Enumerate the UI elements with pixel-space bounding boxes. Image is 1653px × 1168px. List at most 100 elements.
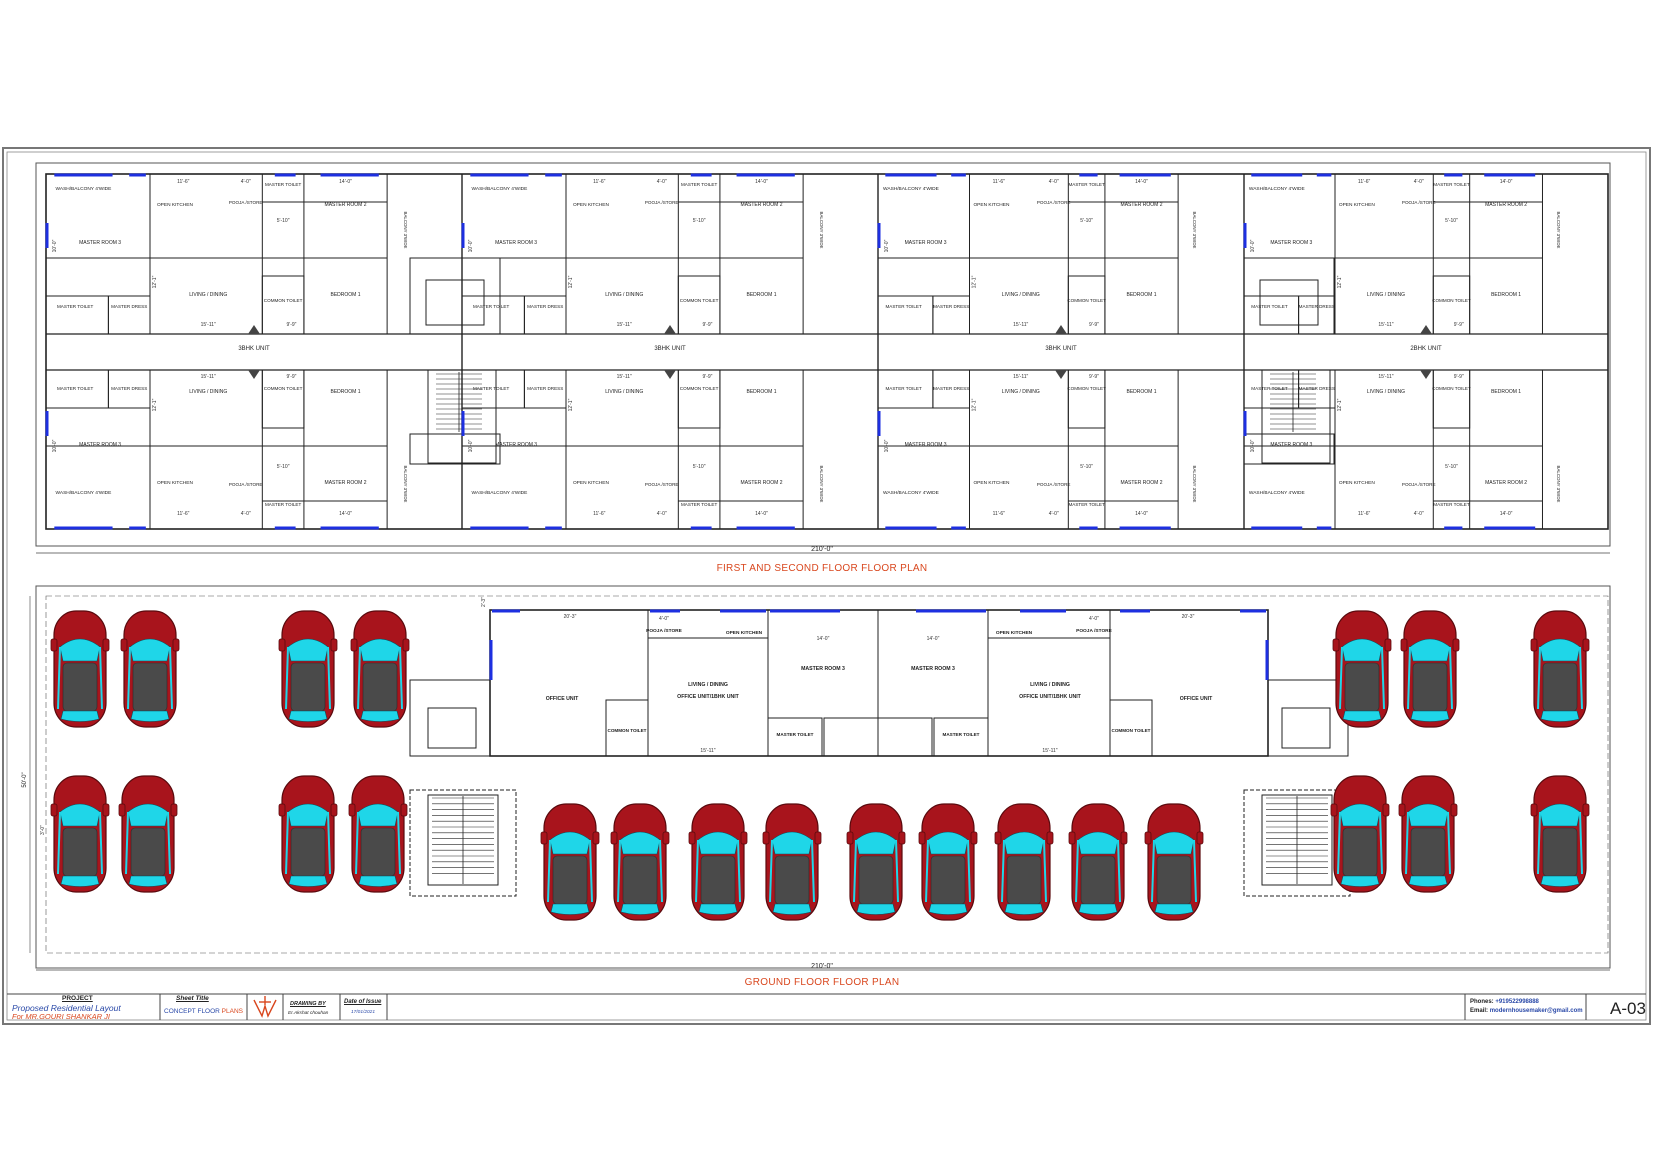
room-label-wash: WASH/BALCONY 4'WIDE: [883, 186, 939, 192]
north-marker-down: [664, 370, 676, 379]
room-label-wash: WASH/BALCONY 4'WIDE: [472, 490, 528, 496]
parked-car: [610, 803, 670, 921]
dimension-text: 11'-6": [593, 511, 606, 517]
room-label-master_room_2: MASTER ROOM 2: [741, 480, 783, 486]
phone-line: Phones: +919522998888: [1470, 999, 1539, 1005]
parked-car: [350, 610, 410, 728]
parked-car: [918, 803, 978, 921]
room-label-pooja: POOJA /STORE: [1402, 482, 1436, 487]
room-label-open_kitchen: OPEN KITCHEN: [573, 480, 610, 486]
dimension-text: 9'-9": [702, 374, 712, 380]
room-label-wash: WASH/BALCONY 4'WIDE: [1249, 186, 1305, 192]
room-label-master_room_3: MASTER ROOM 3: [911, 666, 955, 672]
parked-car: [1068, 803, 1128, 921]
unit-label: 3BHK UNIT: [654, 346, 686, 352]
room-label-open_kitchen: OPEN KITCHEN: [157, 480, 194, 486]
room-label-common_toilet: COMMON TOILET: [680, 386, 719, 391]
toilet-box: [45, 295, 109, 335]
dimension-text: 4'-0": [659, 616, 669, 622]
dimension-text: 15'-11": [201, 322, 216, 328]
room-label-common_toilet: COMMON TOILET: [1432, 298, 1471, 303]
dimension-text: 12'-1": [568, 275, 574, 288]
toilet-box: [1243, 295, 1300, 335]
room-label-open_kitchen: OPEN KITCHEN: [1339, 480, 1376, 486]
dimension-text: 10'-0": [884, 239, 890, 252]
dimension-text: 11'-6": [593, 179, 606, 185]
dimension-text: 11'-6": [177, 179, 190, 185]
room-label-balcony: BALCONY 3'WIDE: [819, 466, 824, 503]
dimension-text: 15'-11": [700, 748, 715, 754]
dimension-text: 12'-1": [152, 275, 158, 288]
title-block: [7, 993, 1646, 1020]
north-marker-down: [248, 370, 260, 379]
dimension-text: 3'-0": [40, 825, 46, 835]
room-label-master_toilet: MASTER TOILET: [885, 304, 922, 309]
room-label-master_toilet: MASTER TOILET: [473, 386, 510, 391]
common-toilet-box: [1109, 699, 1153, 757]
room-label-master_room_3: MASTER ROOM 3: [79, 442, 121, 448]
room-label-balcony: BALCONY 3'WIDE: [403, 466, 408, 503]
common-toilet-box: [677, 369, 721, 429]
room-label-pooja: POOJA /STORE: [229, 200, 263, 205]
room-label-open_kitchen: OPEN KITCHEN: [973, 202, 1010, 208]
date-of-issue: 17/01/2021: [351, 1010, 376, 1015]
dress-box: [932, 295, 971, 335]
dimension-text: 4'-0": [1049, 179, 1059, 185]
dimension-text: 9'-9": [702, 322, 712, 328]
common-toilet-box: [605, 699, 649, 757]
room-label-pooja: POOJA /STORE: [1076, 628, 1113, 634]
dimension-text: 15'-11": [1378, 322, 1393, 328]
dimension-text: 15'-11": [1042, 748, 1057, 754]
dimension-text: 5'-10": [1445, 464, 1458, 470]
room-label-bedroom: BEDROOM 1: [1491, 292, 1521, 298]
room-label-pooja: POOJA /STORE: [1037, 482, 1071, 487]
dress-box: [523, 369, 567, 409]
room-label-master_room_2: MASTER ROOM 2: [325, 480, 367, 486]
dimension-text: 4'-0": [1414, 179, 1424, 185]
ground-overall-dimension: 210'-0": [811, 963, 833, 970]
room-label-open_kitchen: OPEN KITCHEN: [973, 480, 1010, 486]
dimension-text: 10'-0": [468, 239, 474, 252]
dimension-text: 15'-11": [201, 374, 216, 380]
dimension-text: 15'-11": [617, 322, 632, 328]
room-label-master_room_3: MASTER ROOM 3: [1270, 442, 1312, 448]
room-label-wash: WASH/BALCONY 4'WIDE: [472, 186, 528, 192]
room-label-master_room_2: MASTER ROOM 2: [1121, 480, 1163, 486]
dimension-text: 5'-10": [693, 464, 706, 470]
room-label-master_dress: MASTER DRESS: [933, 304, 969, 309]
drawing-by: Er.Akshat chouhan: [288, 1011, 329, 1016]
project-line-2: For MR.GOURI SHANKAR JI: [12, 1012, 110, 1021]
unit-label: 3BHK UNIT: [238, 346, 270, 352]
common-toilet-box: [1432, 275, 1471, 335]
dimension-text: 14'-0": [1500, 179, 1513, 185]
sheet-title-b: PLANS: [221, 1008, 243, 1015]
parked-car: [50, 775, 110, 893]
dimension-text: 14'-0": [1500, 511, 1513, 517]
dimension-text: 10'-0": [1250, 239, 1256, 252]
dimension-text: 5'-10": [277, 218, 290, 224]
dimension-text: 5'-10": [1080, 218, 1093, 224]
room-label-bedroom: BEDROOM 1: [747, 389, 777, 395]
room-label-wash: WASH/BALCONY 4'WIDE: [56, 186, 112, 192]
room-label-wash: WASH/BALCONY 4'WIDE: [883, 490, 939, 496]
room-label-bedroom: BEDROOM 1: [1491, 389, 1521, 395]
room-label-common_toilet: COMMON TOILET: [1067, 298, 1106, 303]
parked-car: [278, 610, 338, 728]
phone-label: Phones:: [1470, 999, 1494, 1005]
room-label-master_toilet: MASTER TOILET: [57, 386, 94, 391]
parked-car: [1400, 610, 1460, 728]
parked-car: [762, 803, 822, 921]
dimension-text: 15'-11": [1013, 374, 1028, 380]
room-label-bedroom: BEDROOM 1: [331, 389, 361, 395]
toilet-box: [461, 295, 525, 335]
room-label-master_dress: MASTER DRESS: [111, 386, 147, 391]
upper-overall-dimension: 210'-0": [811, 546, 833, 553]
parked-car: [1530, 610, 1590, 728]
unit-label: 2BHK UNIT: [1410, 346, 1442, 352]
room-label-master_toilet: MASTER TOILET: [943, 732, 980, 737]
room-label-open_kitchen: OPEN KITCHEN: [996, 630, 1033, 636]
dimension-text: 9'-9": [1089, 374, 1099, 380]
phone: +919522998888: [1495, 999, 1539, 1005]
parked-car: [846, 803, 906, 921]
